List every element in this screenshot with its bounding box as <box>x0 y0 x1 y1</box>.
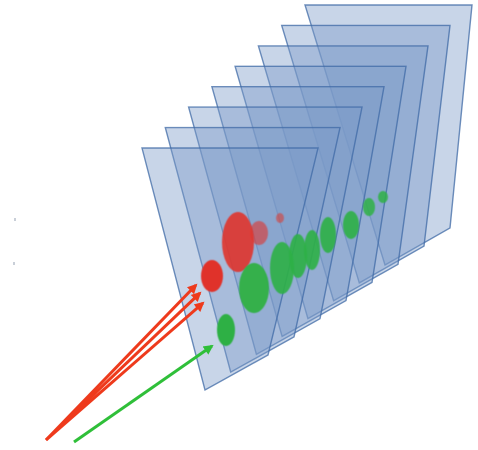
frame-stack <box>141 4 473 392</box>
frame-3 <box>257 45 429 302</box>
red-blob-3 <box>222 212 254 272</box>
red-blob-2 <box>250 221 268 245</box>
green-blob-13 <box>217 314 235 346</box>
green-blob-9 <box>304 230 320 270</box>
green-blob-11 <box>270 242 294 294</box>
frame-6 <box>187 106 363 356</box>
red-blob-1 <box>276 213 284 223</box>
red-blob-4 <box>201 260 223 292</box>
green-blob-12 <box>239 263 269 313</box>
green-blob-8 <box>320 217 336 253</box>
frame-2 <box>280 24 451 284</box>
faint-mark-1 <box>14 218 16 221</box>
green-blob-6 <box>363 198 375 216</box>
arrow-group <box>13 218 214 444</box>
green-blob-5 <box>378 191 388 203</box>
frame-5 <box>210 85 385 338</box>
frame-1 <box>304 4 473 267</box>
faint-mark-2 <box>13 262 15 265</box>
frame-4 <box>234 65 407 320</box>
green-blob-7 <box>343 211 359 239</box>
red-arrow-2 <box>44 291 202 442</box>
blob-group <box>201 191 388 346</box>
green-arrow-1 <box>73 344 214 444</box>
red-arrow-3 <box>45 301 205 442</box>
